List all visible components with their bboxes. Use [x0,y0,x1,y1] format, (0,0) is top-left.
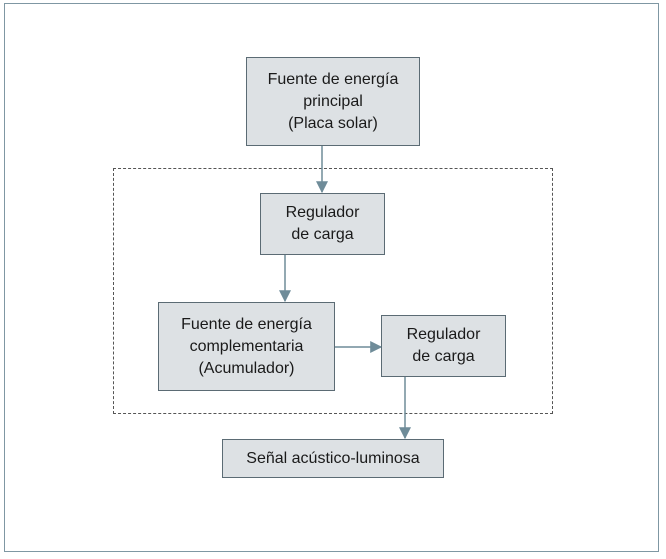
main-energy-source-label: Fuente de energía principal (Placa solar… [267,70,399,132]
charge-regulator-top-node: Regulador de carga [260,193,385,255]
complementary-energy-source-label: Fuente de energía complementaria (Acumul… [181,315,312,377]
figure-frame [4,3,659,552]
charge-regulator-right-node: Regulador de carga [381,315,506,377]
acoustic-light-signal-label: Señal acústico-luminosa [246,449,420,467]
charge-regulator-top-label: Regulador de carga [285,204,360,243]
system-boundary [113,168,553,414]
charge-regulator-right-label: Regulador de carga [406,326,481,365]
main-energy-source-node: Fuente de energía principal (Placa solar… [246,57,420,146]
acoustic-light-signal-node: Señal acústico-luminosa [222,439,444,478]
complementary-energy-source-node: Fuente de energía complementaria (Acumul… [158,302,335,391]
